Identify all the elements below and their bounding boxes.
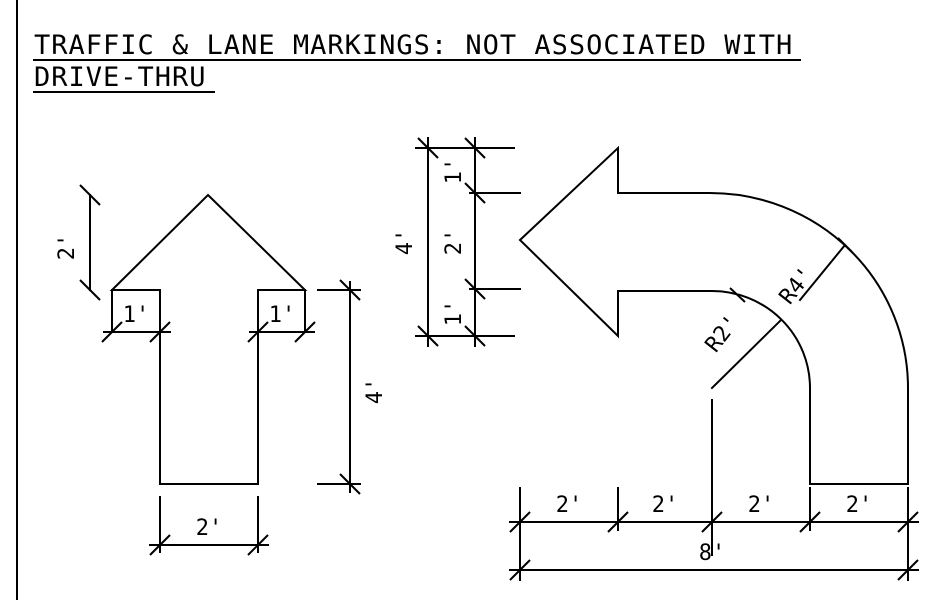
dim-seg-2-label: 2' [652,493,679,518]
dim-head-top-label: 1' [442,158,467,185]
dim-shaft-width-label: 2' [196,516,223,541]
dim-shaft-width: 2' [149,496,269,556]
dim-head-wing-right-label: 1' [269,303,296,328]
dim-shaft-length-label: 4' [363,378,388,405]
straight-arrow-outline [109,193,308,485]
dim-overall-label: 8' [699,541,726,566]
dim-bottom-segments: 2' 2' 2' 2' [509,399,919,581]
dim-outer-radius-label: R4' [775,263,819,310]
title-line-1: TRAFFIC & LANE MARKINGS: NOT ASSOCIATED … [34,30,793,61]
outer-radius-leader [798,243,847,302]
dim-head-wing-left: 1' [101,289,171,343]
dim-seg-4-label: 2' [846,493,873,518]
dim-head-total-label: 4' [393,229,418,256]
title-line-2: DRIVE-THRU [34,62,207,93]
dim-head-vertical: 4' 1' 2' 1' [393,137,521,347]
dim-radii: R2' R4' [701,237,853,390]
dim-head-wing-left-label: 1' [123,303,150,328]
dim-shaft-length: 4' [317,279,388,495]
dim-inner-radius-label: R2' [701,311,745,358]
dim-seg-3-label: 2' [748,493,775,518]
turn-arrow-marking: 4' 1' 2' 1' R2' R4' 2' [393,137,919,581]
dim-overall: 8' [509,541,919,581]
dim-head-wing-right: 1' [247,289,316,343]
dim-head-bottom-label: 1' [442,300,467,327]
title-block: TRAFFIC & LANE MARKINGS: NOT ASSOCIATED … [33,30,801,93]
dim-head-height: 2' [55,184,101,301]
dim-shaft-width-turn-label: 2' [442,229,467,256]
straight-arrow-marking: 2' 1' 1' 4' [55,184,388,556]
dim-head-height-label: 2' [55,234,80,261]
inner-radius-leader [710,318,783,390]
turn-arrow-outline [518,145,909,485]
dim-seg-1-label: 2' [556,493,583,518]
